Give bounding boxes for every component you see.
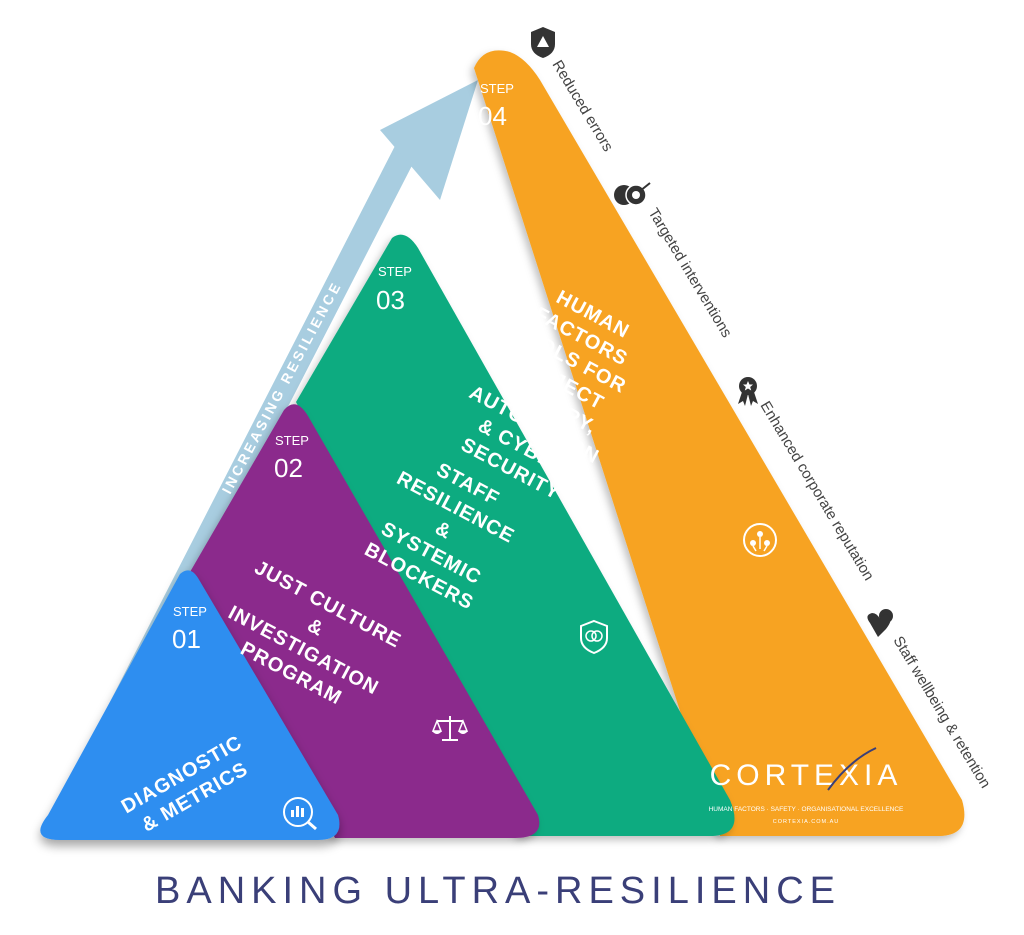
- money-target-icon: [614, 182, 651, 206]
- step-04-label: STEP 04: [478, 81, 514, 131]
- step-02-number: 02: [274, 453, 303, 483]
- heart-person-icon: [867, 609, 893, 637]
- award-ribbon-icon: [738, 377, 758, 406]
- step-04-panel: [474, 50, 965, 836]
- step-01-label: STEP 01: [172, 604, 207, 654]
- step-01-word: STEP: [173, 604, 207, 619]
- step-02-word: STEP: [275, 433, 309, 448]
- step-01-number: 01: [172, 624, 201, 654]
- brand-url: CORTEXIA.COM.AU: [773, 819, 840, 825]
- shield-warning-icon: [531, 27, 555, 58]
- brain-shield-icon: [580, 619, 608, 655]
- brand-swoosh: [827, 747, 877, 791]
- step-02-label: STEP 02: [274, 433, 309, 483]
- arrow-head: [380, 80, 478, 200]
- cortexia-logo: CORTEXIA HUMAN FACTORS · SAFETY · ORGANI…: [709, 747, 904, 825]
- step-01-shape: [40, 570, 340, 840]
- step-03-shape: [296, 234, 735, 836]
- step-03-word: STEP: [378, 264, 412, 279]
- scales-icon: [431, 716, 469, 741]
- step-04-shape: [474, 50, 965, 836]
- footer-title: BANKING ULTRA-RESILIENCE: [155, 870, 841, 912]
- brand-tagline: HUMAN FACTORS · SAFETY · ORGANISATIONAL …: [709, 806, 904, 813]
- step-03-panel: [296, 234, 735, 836]
- step-01-panel: [40, 570, 340, 840]
- brand-name: CORTEXIA: [710, 759, 903, 792]
- people-network-icon: [743, 523, 777, 557]
- step-03-number: 03: [376, 285, 405, 315]
- step-04-number: 04: [478, 101, 507, 131]
- chart-magnifier-icon: [283, 797, 317, 831]
- step-03-label: STEP 03: [376, 264, 412, 315]
- step-04-word: STEP: [480, 81, 514, 96]
